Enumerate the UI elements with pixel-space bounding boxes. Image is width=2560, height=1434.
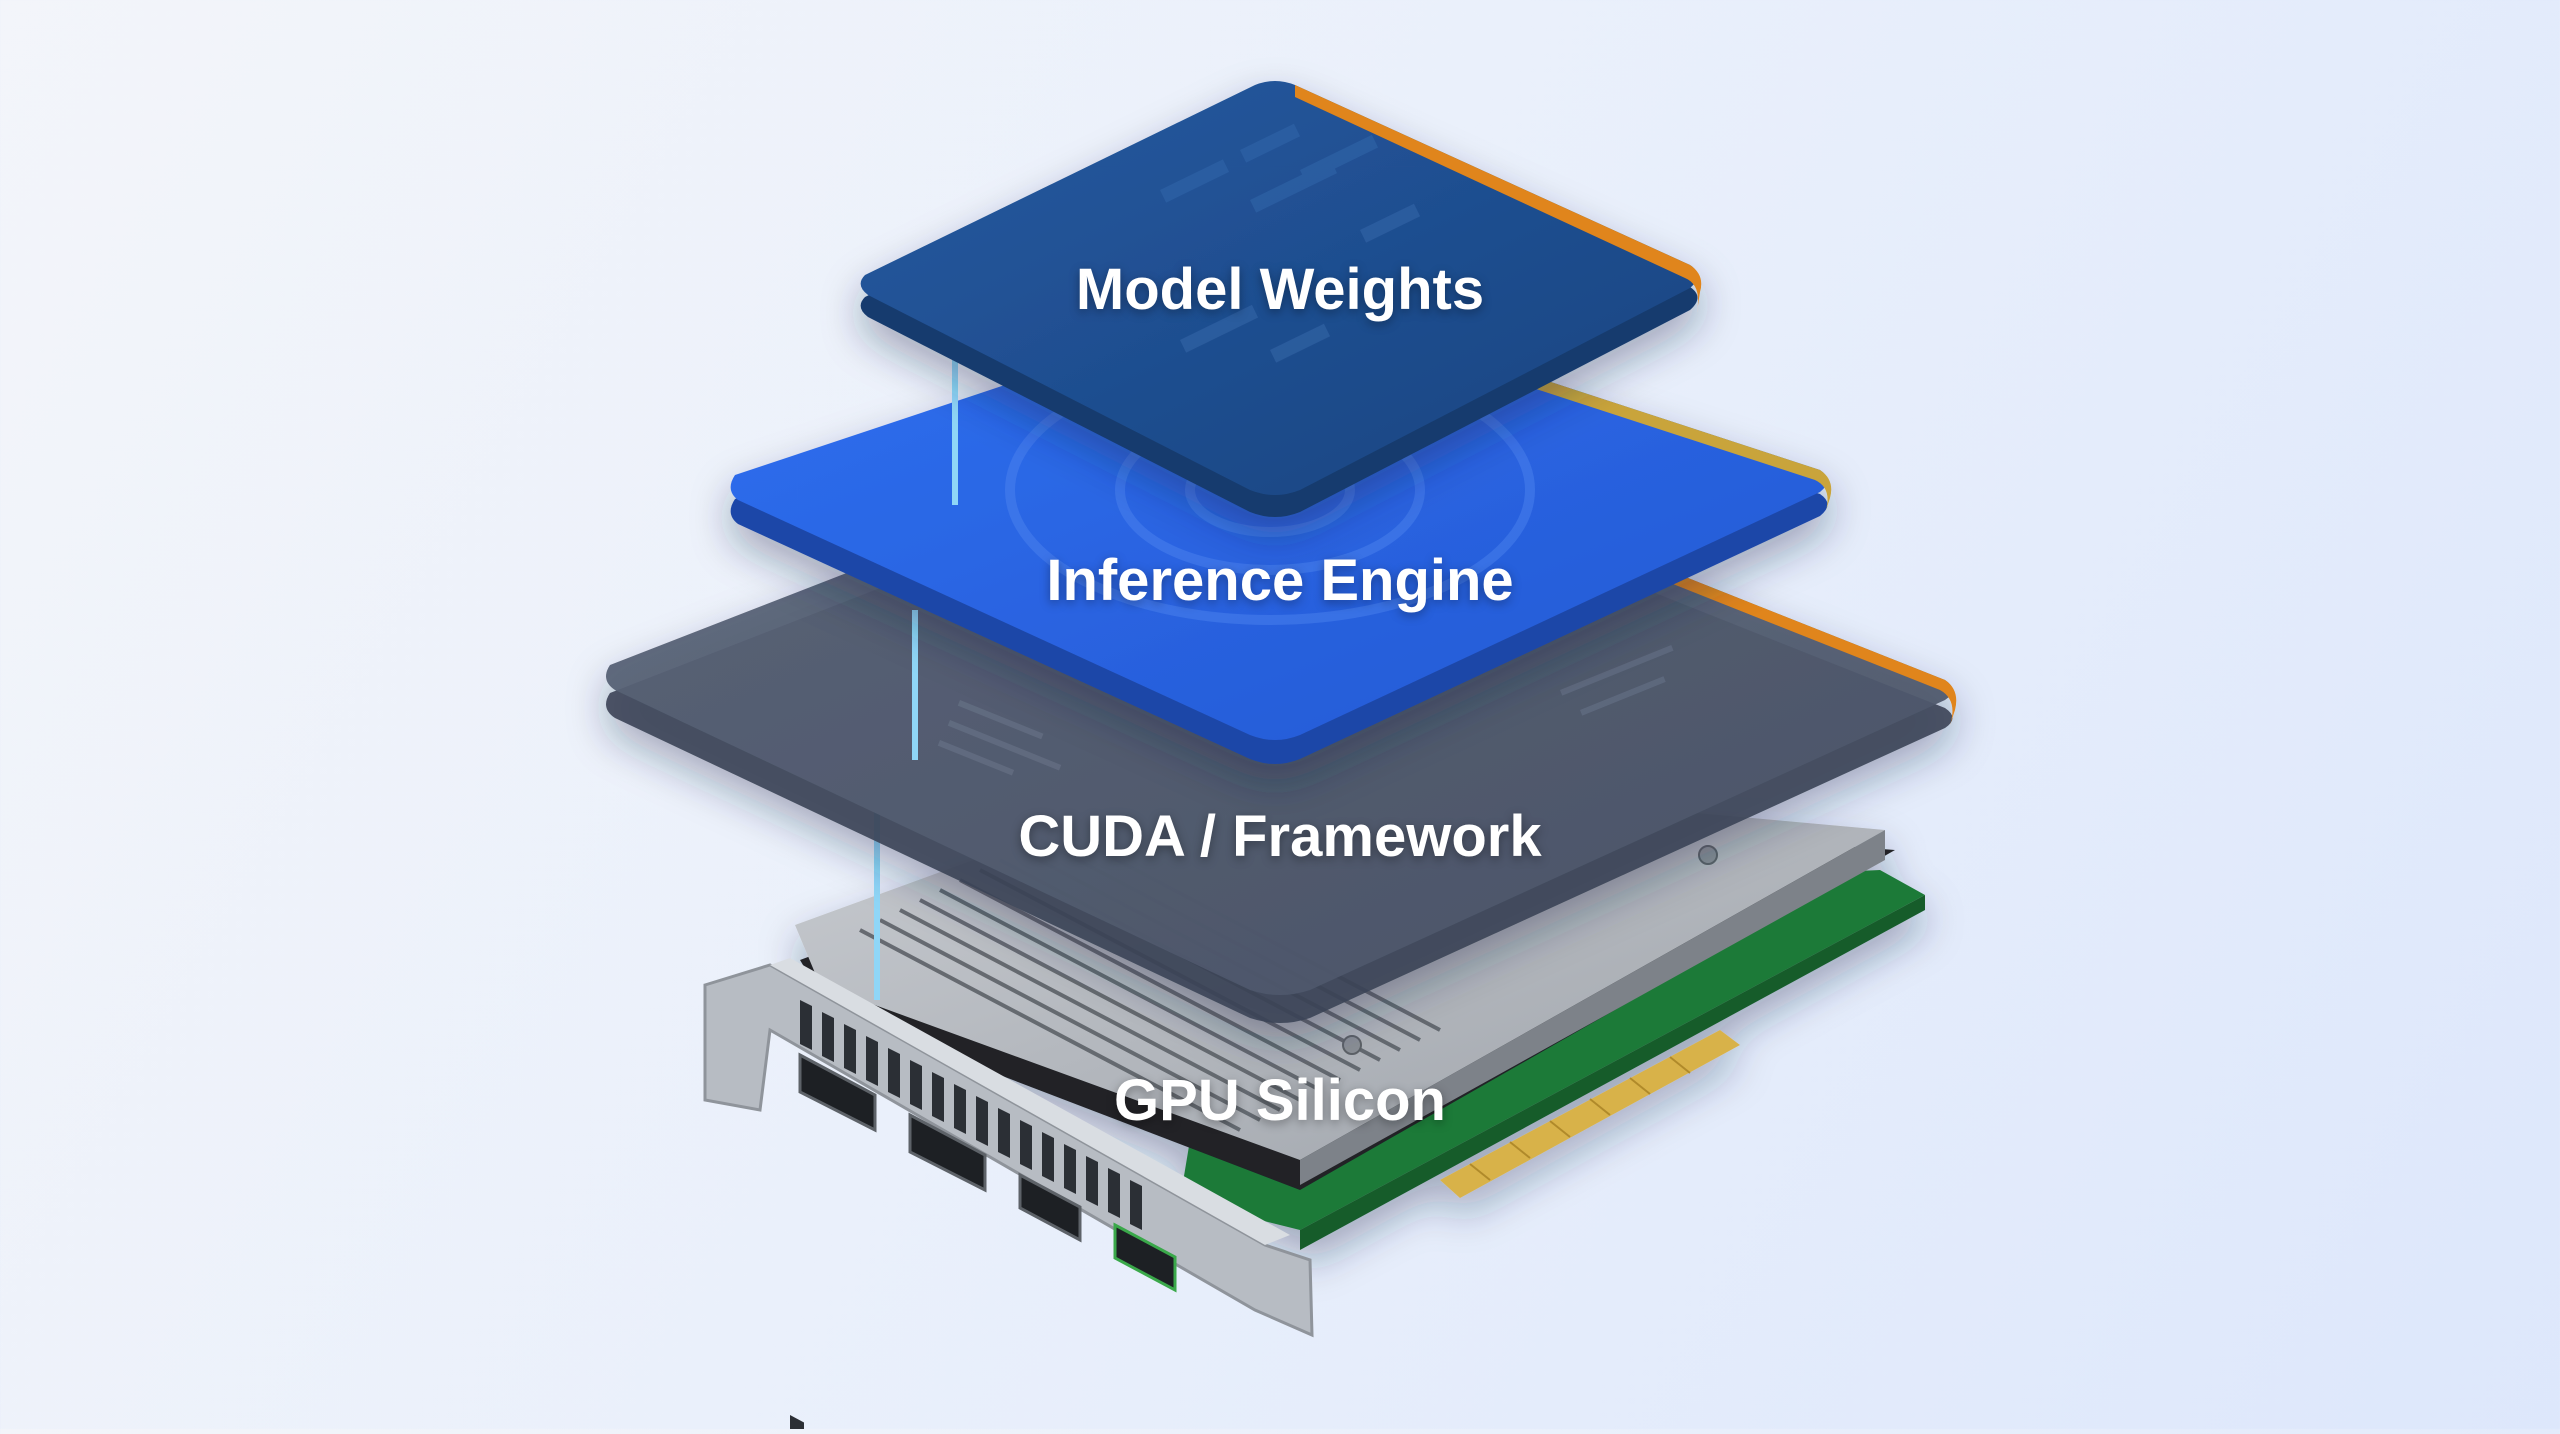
inference-engine-label: Inference Engine xyxy=(1046,548,1514,613)
hdmi-port xyxy=(798,1052,877,1133)
pcie-connector xyxy=(1440,1030,1740,1198)
cuda-framework-label: CUDA / Framework xyxy=(1018,804,1542,869)
matrix-icon xyxy=(1160,123,1421,363)
io-bracket xyxy=(703,958,1314,1434)
usb-c-port xyxy=(1113,1222,1177,1293)
displayport-port xyxy=(908,1112,987,1193)
model-weights-layer xyxy=(860,81,1702,517)
model-weights-label: Model Weights xyxy=(1075,257,1485,322)
displayport-port xyxy=(1018,1172,1082,1243)
gpu-silicon-label: GPU Silicon xyxy=(1114,1068,1446,1133)
